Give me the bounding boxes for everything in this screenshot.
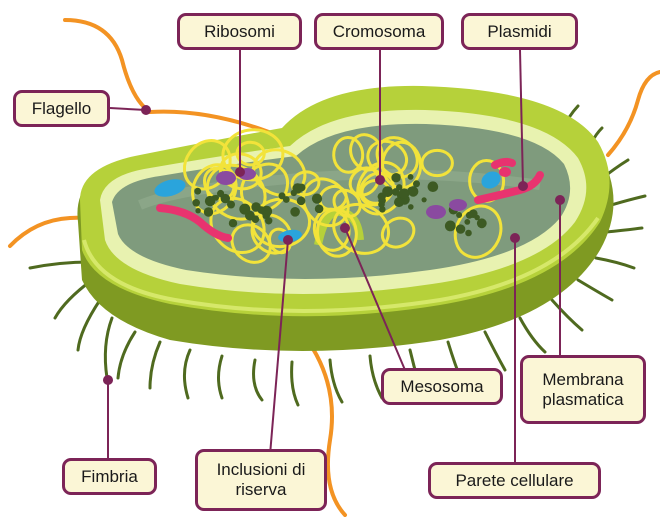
ribosome-granule [290,207,300,217]
ribosome-granule [192,199,200,207]
label-ribosomi: Ribosomi [177,13,302,50]
ribosome-granule [465,230,472,237]
label-flagello: Flagello [13,90,110,127]
ribosome-granule [477,218,487,228]
ribosome-granule [428,181,439,192]
ribosome-granule [408,174,414,180]
label-flagello-text: Flagello [32,99,92,119]
label-inclusioni-line2: riserva [235,480,286,500]
ribosome-granule [239,204,250,215]
ribosome-granule [297,197,306,206]
ribosome-granule [263,214,268,219]
label-parete-text: Parete cellulare [455,471,573,491]
ribosome-granule [378,201,385,208]
ribosome-granule [227,201,235,209]
label-inclusioni-di-riserva: Inclusioni di riserva [195,449,327,511]
ribosome-granule [456,212,462,218]
ribosome-granule [298,184,306,192]
label-mesosoma-text: Mesosoma [400,377,483,397]
ribosome-granule [466,212,473,219]
label-cromosoma: Cromosoma [314,13,444,50]
ribosome-granule [391,173,400,182]
ribosome-granule [445,221,456,232]
ribosome-granule [312,194,322,204]
label-inclusioni-line1: Inclusioni di [217,460,306,480]
ribosome-granule [315,205,324,214]
label-fimbria: Fimbria [62,458,157,495]
ribosome-granule [408,186,418,196]
ribosome-granule [399,188,409,198]
label-ribosomi-text: Ribosomi [204,22,275,42]
ribosome-granule [382,186,393,197]
ribosome-granule [464,219,470,225]
ribosome-granule [413,180,420,187]
label-parete-cellulare: Parete cellulare [428,462,601,499]
ribosome-granule [252,215,260,223]
label-plasmidi: Plasmidi [461,13,578,50]
ribosome-granule [291,190,297,196]
ribosome-granule [204,207,213,216]
ribosome-granule [195,208,200,213]
ribosome-granule [422,197,427,202]
ribosome-granule [283,196,290,203]
label-cromosoma-text: Cromosoma [333,22,426,42]
ribosome-granule [213,195,219,201]
ribosome-granule [258,206,266,214]
label-mesosoma: Mesosoma [381,368,503,405]
ribosome-granule [229,219,237,227]
label-plasmidi-text: Plasmidi [487,22,551,42]
ribosome-granule [456,224,465,233]
label-membrana-line1: Membrana [542,370,623,390]
label-fimbria-text: Fimbria [81,467,138,487]
label-membrana-plasmatica: Membrana plasmatica [520,355,646,424]
ribosome-granule [194,188,201,195]
label-membrana-line2: plasmatica [542,390,623,410]
ribosome-granule [408,204,414,210]
